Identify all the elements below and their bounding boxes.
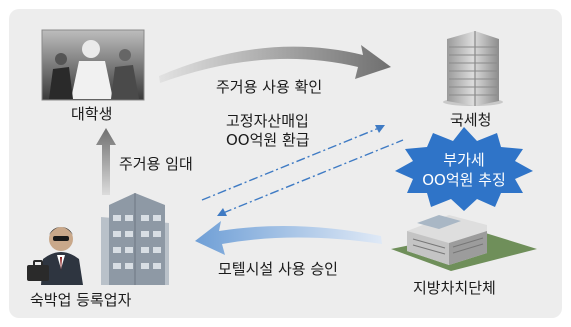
node-tax-office-label: 국세청 [450,111,492,129]
node-local-gov-label: 지방차치단체 [413,279,496,297]
edge-motel-approval-label: 모텔시설 사용 승인 [218,260,338,278]
edge-residential-rent-label: 주거용 임대 [119,155,193,173]
diagram-panel: 부가세 OO억원 추징 대학생 국세청 숙박업 등록업자 지방차치단체 주거용 … [9,9,562,318]
arrow-student-to-tax-office [159,45,391,83]
edge-refund-line1: 고정자산매입 [226,112,309,130]
local-government-building-icon [391,215,537,271]
burst-line2: OO억원 추징 [422,171,506,189]
edge-refund-line2: OO억원 환급 [226,131,310,149]
arrow-localgov-to-lodging [195,221,382,255]
diagram-canvas: 부가세 OO억원 추징 [27,29,537,285]
node-lodging-label: 숙박업 등록업자 [30,291,132,309]
burst-line1: 부가세 [443,151,484,169]
node-student-label: 대학생 [71,105,113,123]
dashed-arrows-refund [201,127,404,214]
tax-office-building-icon [443,31,503,106]
arrow-lodging-to-student [96,128,116,195]
edge-residential-confirm-label: 주거용 사용 확인 [216,78,323,96]
dashed-arrowhead-down [217,208,227,216]
business-owner-icon [27,227,83,285]
tax-assessment-burst: 부가세 OO억원 추징 [395,127,533,211]
student-photo [41,29,145,101]
dashed-arrowhead-up [375,125,385,133]
lodging-building-icon [101,193,169,285]
